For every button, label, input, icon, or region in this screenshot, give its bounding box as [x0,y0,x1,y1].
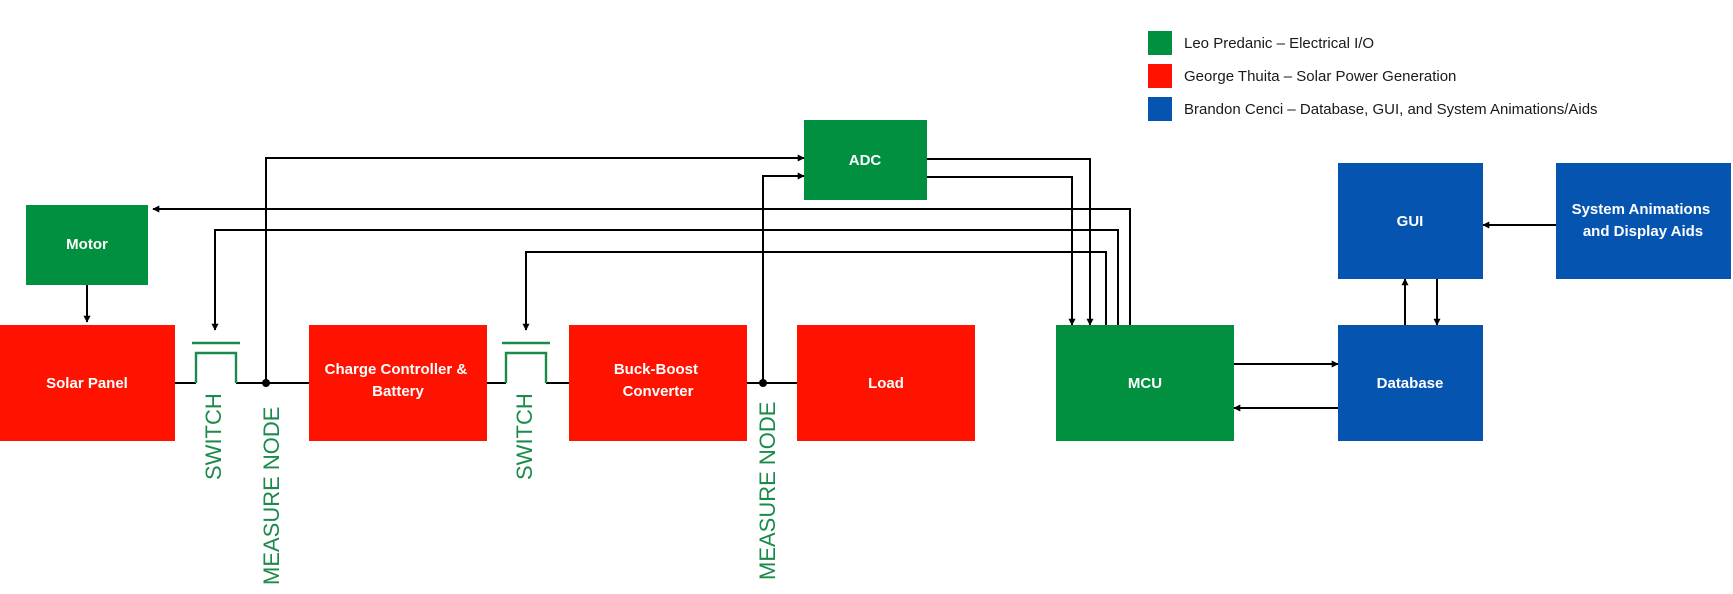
wire-adc-to-mcu-2 [927,176,1076,326]
switch-2-label: SWITCH [512,393,537,480]
wire-measure1-to-adc [265,154,805,383]
block-database: Database [1338,325,1483,441]
block-load-box [797,325,975,441]
block-database-box [1338,325,1483,441]
block-charge-controller-box [309,325,487,441]
legend-text-software: Brandon Cenci – Database, GUI, and Syste… [1184,101,1598,118]
legend-text-electrical: Leo Predanic – Electrical I/O [1184,35,1374,52]
block-mcu-label: MCU [1128,375,1162,392]
switch-symbol-2 [502,341,550,383]
block-gui-label: GUI [1397,213,1424,230]
measure-node-dot-2 [759,379,767,387]
legend-swatch-electrical [1148,31,1172,55]
wire-mcu-to-motor [152,205,1131,325]
block-gui-box [1338,163,1483,279]
block-gui: GUI [1338,163,1483,279]
legend-swatch-solar [1148,64,1172,88]
block-mcu: MCU [1056,325,1234,441]
block-motor-label: Motor [66,236,108,253]
block-system-animations: System Animations and Display Aids [1556,163,1731,279]
block-motor: Motor [26,205,148,285]
switch-symbol-1 [192,341,240,383]
switch-1-contact [194,351,238,383]
wire-measure2-to-adc [762,172,805,383]
block-adc: ADC [804,120,927,200]
block-system-animations-box [1556,163,1731,279]
block-charge-controller: Charge Controller & Battery [309,325,487,441]
block-solar-panel: Solar Panel [0,325,175,441]
measure-node-dot-1 [262,379,270,387]
block-load-label: Load [868,375,904,392]
block-load: Load [797,325,975,441]
block-database-label: Database [1377,375,1444,392]
block-charge-controller-label: Charge Controller & Battery [325,361,472,400]
connections [83,154,1556,412]
block-adc-box [804,120,927,200]
measure-node-2-label: MEASURE NODE [755,402,780,580]
block-adc-label: ADC [849,152,882,169]
wire-mcu-to-switch1 [211,229,1119,331]
block-solar-panel-box [0,325,175,441]
switch-1-label: SWITCH [201,393,226,480]
block-mcu-box [1056,325,1234,441]
block-solar-panel-label: Solar Panel [46,375,128,392]
switch-2-contact [504,351,548,383]
block-buck-boost-box [569,325,747,441]
block-buck-boost-label: Buck-Boost Converter [614,361,702,400]
wire-adc-to-mcu-1 [927,158,1094,326]
block-system-animations-label: System Animations and Display Aids [1572,201,1715,240]
legend-swatch-software [1148,97,1172,121]
legend: Leo Predanic – Electrical I/O George Thu… [1148,31,1598,121]
measure-node-1-label: MEASURE NODE [259,407,284,585]
wire-mcu-to-switch2 [522,251,1107,331]
legend-text-solar: George Thuita – Solar Power Generation [1184,68,1456,85]
block-motor-box [26,205,148,285]
block-buck-boost: Buck-Boost Converter [569,325,747,441]
